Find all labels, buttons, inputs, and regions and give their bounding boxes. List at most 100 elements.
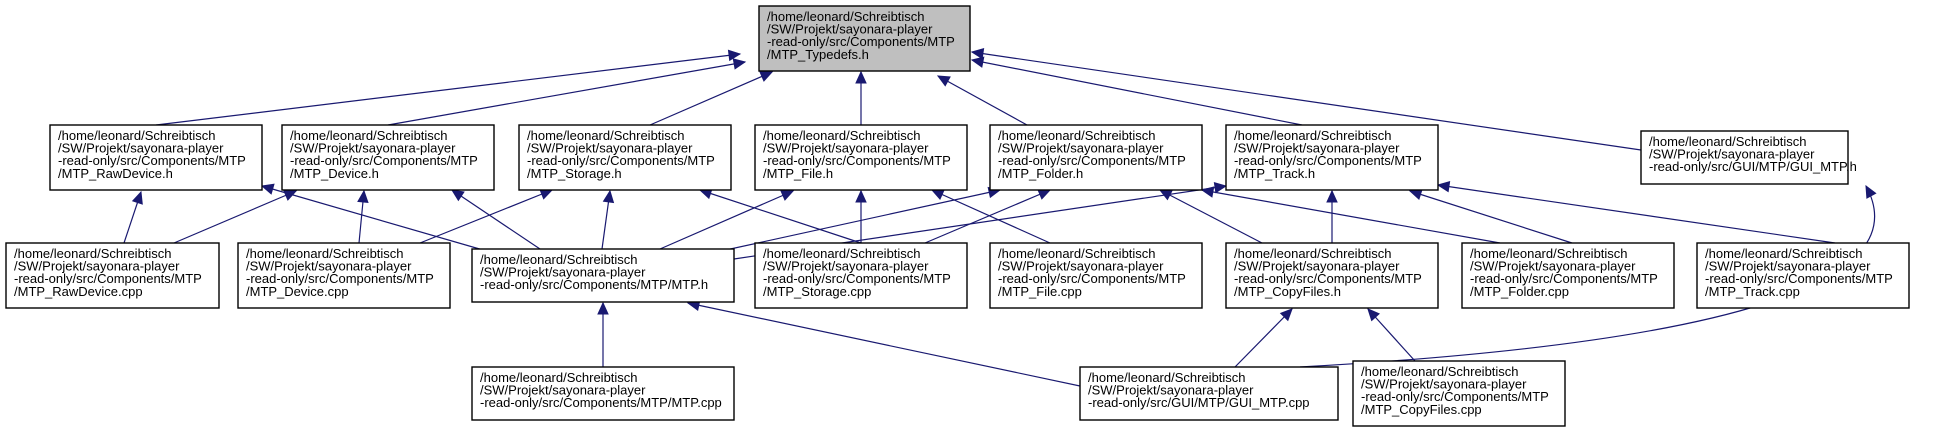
node-gui-mtp-cpp[interactable]: /home/leonard/Schreibtisch/SW/Projekt/sa… bbox=[1079, 366, 1339, 421]
node-label-line: -read-only/src/Components/MTP bbox=[1234, 153, 1422, 168]
edge-track_h-to-typedefs bbox=[970, 56, 1303, 126]
node-label-line: -read-only/src/Components/MTP bbox=[290, 153, 478, 168]
node-label-line: /home/leonard/Schreibtisch bbox=[1088, 370, 1246, 385]
node-label-line: /SW/Projekt/sayonara-player bbox=[14, 259, 180, 274]
arrow-head-icon bbox=[780, 190, 795, 201]
node-label-line: /MTP_Storage.cpp bbox=[763, 284, 871, 299]
node-label-line: /MTP_Storage.h bbox=[527, 166, 622, 181]
edge-line bbox=[155, 53, 741, 126]
edge-line bbox=[937, 75, 1028, 126]
edge-rawdevice_cpp-to-device_h bbox=[173, 190, 298, 244]
edge-copyfiles_cpp-to-copyfiles_h bbox=[1367, 308, 1416, 362]
node-label-line: /SW/Projekt/sayonara-player bbox=[527, 141, 693, 156]
node-label-line: /MTP_Folder.h bbox=[998, 166, 1083, 181]
node-label-line: /home/leonard/Schreibtisch bbox=[1470, 246, 1628, 261]
node-rawdevice-h[interactable]: /home/leonard/Schreibtisch/SW/Projekt/sa… bbox=[49, 124, 263, 191]
node-gui-mtp-h[interactable]: /home/leonard/Schreibtisch/SW/Projekt/sa… bbox=[1640, 130, 1857, 185]
edges-layer bbox=[123, 47, 1877, 387]
arrow-head-icon bbox=[855, 70, 867, 84]
edge-folder_h-to-typedefs bbox=[936, 75, 1028, 126]
arrow-head-icon bbox=[539, 188, 554, 200]
node-typedefs[interactable]: /home/leonard/Schreibtisch/SW/Projekt/sa… bbox=[758, 5, 971, 72]
edge-line bbox=[419, 189, 553, 244]
node-label-line: -read-only/src/Components/MTP bbox=[14, 271, 202, 286]
node-label-line: /SW/Projekt/sayonara-player bbox=[767, 22, 933, 37]
node-label-line: -read-only/src/Components/MTP/MTP.h bbox=[480, 277, 708, 292]
edge-line bbox=[649, 71, 773, 126]
node-label-line: -read-only/src/Components/MTP bbox=[1361, 389, 1549, 404]
node-rawdevice-cpp[interactable]: /home/leonard/Schreibtisch/SW/Projekt/sa… bbox=[5, 242, 220, 309]
node-label-line: /MTP_RawDevice.h bbox=[58, 166, 173, 181]
arrow-head-icon bbox=[1408, 189, 1423, 201]
node-label-line: /home/leonard/Schreibtisch bbox=[998, 246, 1156, 261]
node-mtp-cpp[interactable]: /home/leonard/Schreibtisch/SW/Projekt/sa… bbox=[471, 366, 735, 421]
node-label-line: /home/leonard/Schreibtisch bbox=[767, 9, 925, 24]
node-box bbox=[989, 242, 1203, 309]
edge-folder_cpp-to-track_h bbox=[1408, 189, 1573, 244]
edge-gui_mtp_h-to-typedefs bbox=[970, 47, 1642, 151]
node-device-cpp[interactable]: /home/leonard/Schreibtisch/SW/Projekt/sa… bbox=[237, 242, 451, 309]
arrow-head-icon bbox=[1037, 189, 1052, 200]
edge-line bbox=[699, 189, 862, 244]
node-label-line: /MTP_RawDevice.cpp bbox=[14, 284, 143, 299]
edge-line bbox=[1234, 308, 1293, 368]
node-copyfiles-cpp[interactable]: /home/leonard/Schreibtisch/SW/Projekt/sa… bbox=[1352, 360, 1566, 427]
arrow-head-icon bbox=[1367, 308, 1380, 322]
node-label-line: /SW/Projekt/sayonara-player bbox=[1234, 259, 1400, 274]
node-box bbox=[49, 124, 263, 191]
arrow-head-icon bbox=[260, 183, 275, 195]
node-label-line: /home/leonard/Schreibtisch bbox=[1234, 246, 1392, 261]
edge-rawdevice_cpp-to-rawdevice_h bbox=[123, 190, 143, 244]
node-copyfiles-h[interactable]: /home/leonard/Schreibtisch/SW/Projekt/sa… bbox=[1225, 242, 1439, 309]
node-file-h[interactable]: /home/leonard/Schreibtisch/SW/Projekt/sa… bbox=[754, 124, 968, 191]
node-label-line: /MTP_Device.h bbox=[290, 166, 379, 181]
node-folder-h[interactable]: /home/leonard/Schreibtisch/SW/Projekt/sa… bbox=[989, 124, 1203, 191]
node-box bbox=[989, 124, 1203, 191]
node-box bbox=[471, 366, 735, 421]
node-label-line: /SW/Projekt/sayonara-player bbox=[1470, 259, 1636, 274]
node-label-line: -read-only/src/Components/MTP bbox=[1470, 271, 1658, 286]
node-label-line: /SW/Projekt/sayonara-player bbox=[998, 141, 1164, 156]
node-track-h[interactable]: /home/leonard/Schreibtisch/SW/Projekt/sa… bbox=[1225, 124, 1439, 191]
node-label-line: /SW/Projekt/sayonara-player bbox=[763, 259, 929, 274]
arrow-head-icon bbox=[450, 189, 465, 202]
node-storage-cpp[interactable]: /home/leonard/Schreibtisch/SW/Projekt/sa… bbox=[754, 242, 968, 309]
node-box bbox=[1640, 130, 1849, 185]
node-box bbox=[1225, 242, 1439, 309]
node-label-line: -read-only/src/Components/MTP bbox=[763, 271, 951, 286]
node-mtp-h[interactable]: /home/leonard/Schreibtisch/SW/Projekt/sa… bbox=[471, 248, 735, 303]
edge-storage_cpp-to-file_h bbox=[855, 189, 867, 243]
node-track-cpp[interactable]: /home/leonard/Schreibtisch/SW/Projekt/sa… bbox=[1696, 242, 1910, 309]
edge-gui_mtp_cpp-to-copyfiles_h bbox=[1234, 308, 1293, 368]
edge-rawdevice_h-to-typedefs bbox=[155, 49, 742, 126]
edge-mtp_h-to-file_h bbox=[659, 190, 795, 250]
node-label-line: /MTP_File.cpp bbox=[998, 284, 1082, 299]
node-label-line: -read-only/src/Components/MTP bbox=[763, 153, 951, 168]
edge-line bbox=[261, 185, 491, 253]
node-label-line: -read-only/src/Components/MTP bbox=[1705, 271, 1893, 286]
node-label-line: /MTP_File.h bbox=[763, 166, 833, 181]
arrow-head-icon bbox=[732, 58, 747, 70]
arrow-head-icon bbox=[936, 75, 951, 87]
edge-device_h-to-typedefs bbox=[387, 58, 747, 126]
node-folder-cpp[interactable]: /home/leonard/Schreibtisch/SW/Projekt/sa… bbox=[1461, 242, 1675, 309]
node-label-line: -read-only/src/Components/MTP bbox=[58, 153, 246, 168]
node-label-line: /home/leonard/Schreibtisch bbox=[1361, 364, 1519, 379]
node-label-line: /home/leonard/Schreibtisch bbox=[763, 128, 921, 143]
edge-device_cpp-to-device_h bbox=[357, 189, 369, 244]
nodes-layer: /home/leonard/Schreibtisch/SW/Projekt/sa… bbox=[5, 5, 1910, 427]
edge-line bbox=[1437, 184, 1836, 244]
edge-device_cpp-to-storage_h bbox=[419, 188, 554, 244]
arrow-head-icon bbox=[131, 190, 143, 205]
node-storage-h[interactable]: /home/leonard/Schreibtisch/SW/Projekt/sa… bbox=[518, 124, 732, 191]
arrow-head-icon bbox=[1213, 181, 1228, 194]
edge-gui_mtp_cpp-to-mtp_h bbox=[686, 299, 1081, 387]
arrow-head-icon bbox=[855, 189, 867, 203]
edge-line bbox=[1201, 189, 1501, 244]
node-label-line: /MTP_CopyFiles.cpp bbox=[1361, 402, 1482, 417]
node-file-cpp[interactable]: /home/leonard/Schreibtisch/SW/Projekt/sa… bbox=[989, 242, 1203, 309]
arrow-head-icon bbox=[970, 56, 985, 68]
node-device-h[interactable]: /home/leonard/Schreibtisch/SW/Projekt/sa… bbox=[281, 124, 495, 191]
edge-line bbox=[971, 51, 1642, 151]
